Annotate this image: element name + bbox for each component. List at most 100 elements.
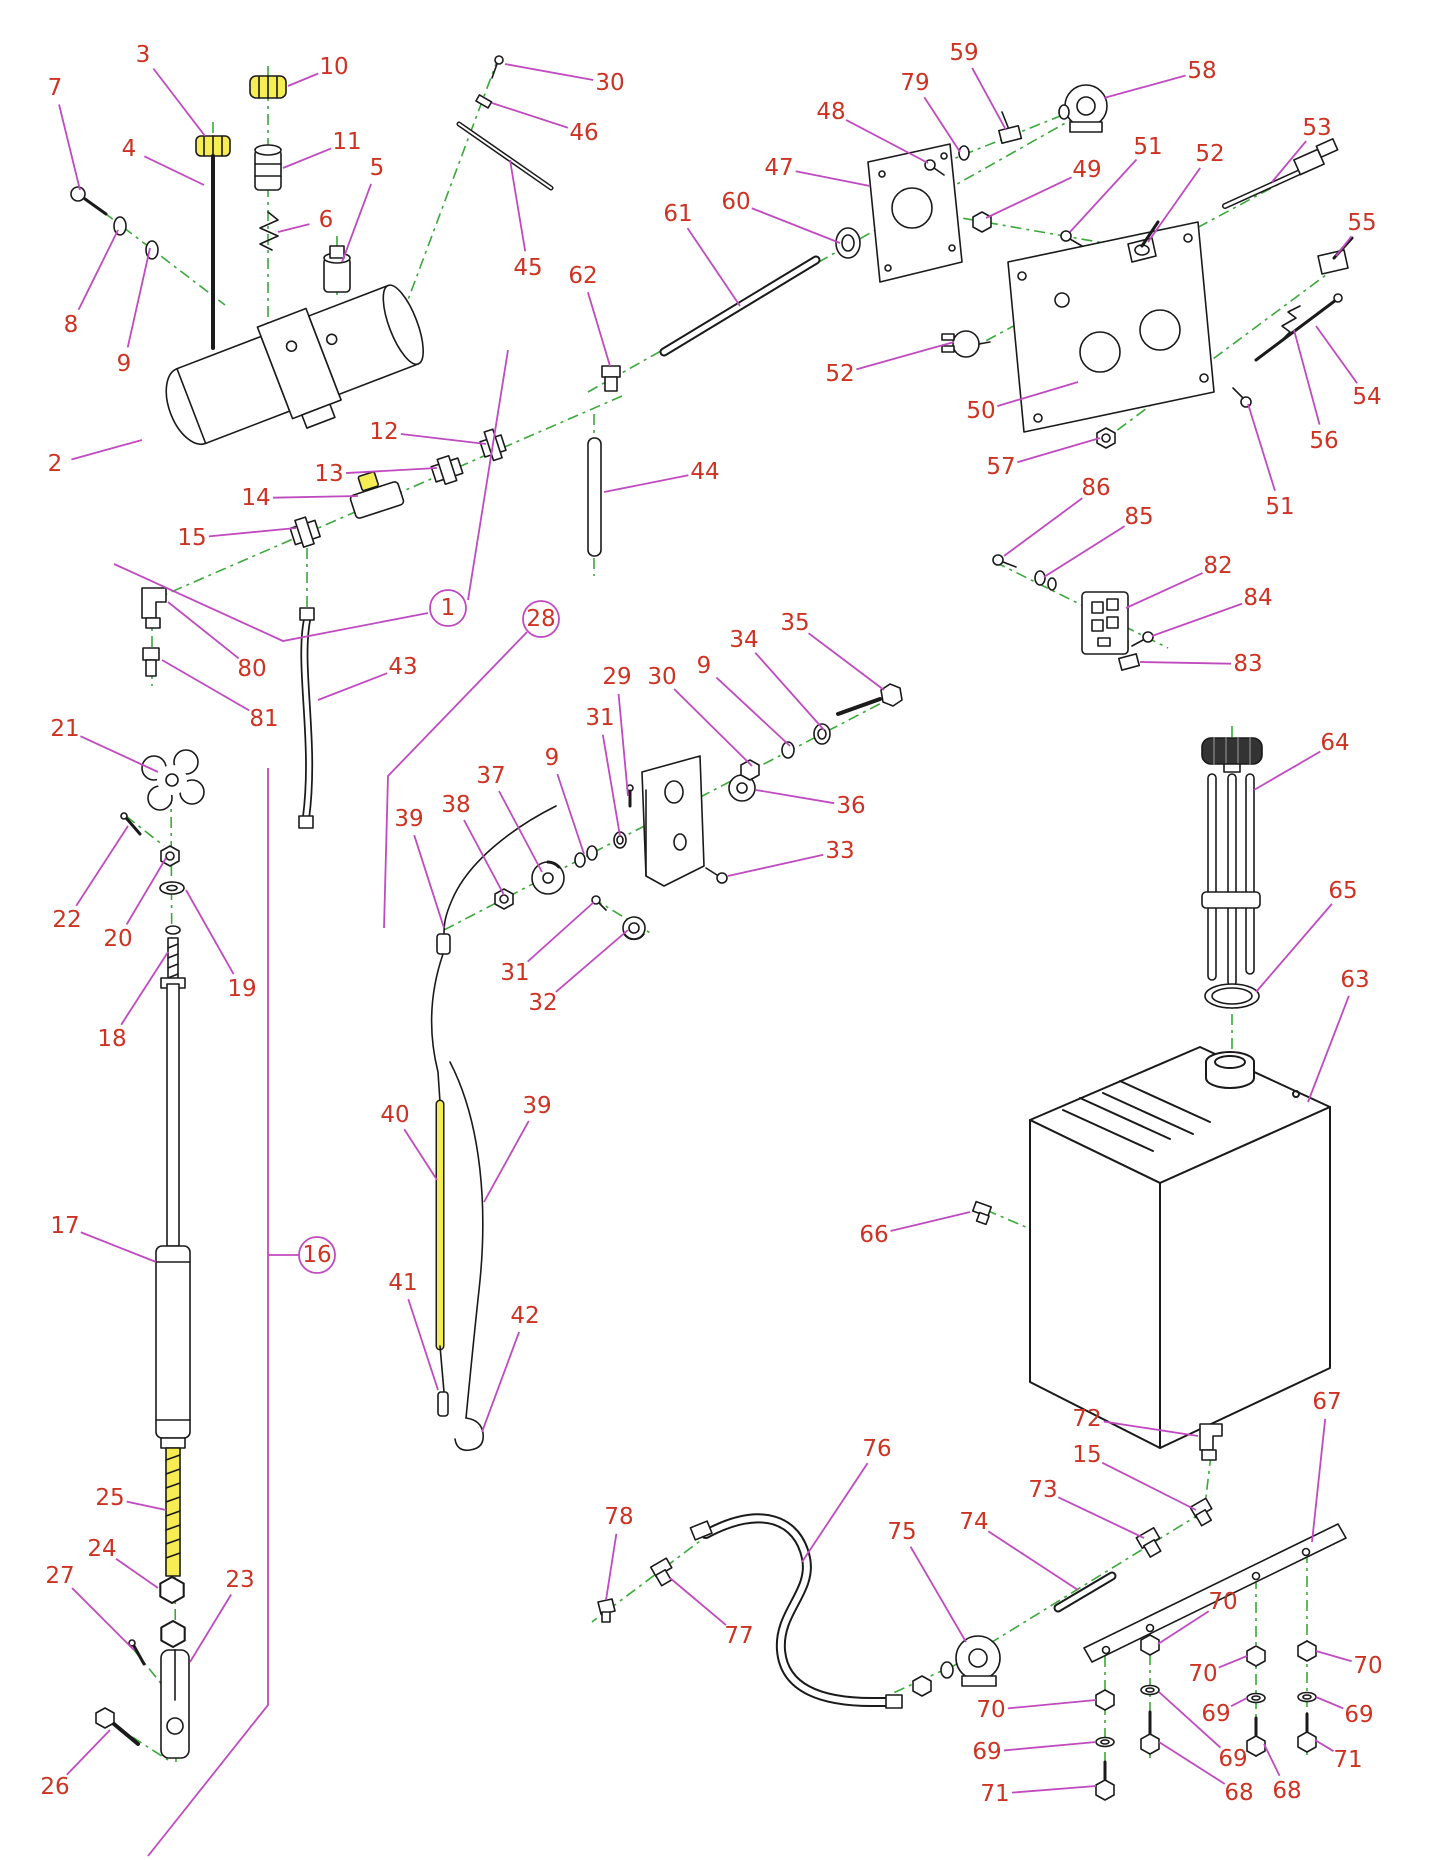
callout-label: 36 <box>836 793 865 819</box>
control-panel-group <box>941 138 1354 449</box>
toggle-switch-52 <box>1127 220 1160 263</box>
leader-line <box>856 341 955 371</box>
callout-label: 56 <box>1309 428 1338 454</box>
leader-line <box>115 1557 159 1589</box>
nut-70 <box>1246 1645 1266 1667</box>
suction-hose-76 <box>689 1513 903 1709</box>
leader-line <box>1151 602 1243 637</box>
callout-label: 6 <box>319 207 334 233</box>
spring-56 <box>1277 305 1301 345</box>
callout-label: 5 <box>370 155 385 181</box>
callout-label: 62 <box>568 263 597 289</box>
plug-52-left <box>941 330 991 358</box>
callout-label: 9 <box>545 745 560 771</box>
callout-label: 9 <box>117 351 132 377</box>
lanyard-39 <box>449 1061 484 1419</box>
callout-label: 73 <box>1028 1477 1057 1503</box>
leader-line <box>282 147 332 169</box>
group-boundary-line <box>113 563 429 642</box>
callout-label: 75 <box>887 1519 916 1545</box>
leader-line <box>1253 750 1321 791</box>
nut-70 <box>1297 1640 1317 1662</box>
washer-69 <box>1095 1736 1115 1748</box>
leader-line <box>152 67 206 137</box>
leader-line <box>1335 235 1353 257</box>
callout-label: 69 <box>1201 1701 1230 1727</box>
washer-9-pair <box>574 845 598 868</box>
switch-59 <box>998 111 1023 145</box>
leader-line <box>1218 1655 1248 1669</box>
callout-label: 26 <box>40 1774 69 1800</box>
fitting-13 <box>430 454 464 486</box>
callout-label: 52 <box>1195 141 1224 167</box>
leader-line <box>317 672 388 701</box>
boundary-lines-layer <box>113 349 528 1857</box>
leader-line <box>1057 1496 1145 1539</box>
bolt-7 <box>70 186 108 216</box>
bracket-82 <box>1081 591 1129 655</box>
washer-85 <box>1034 570 1057 591</box>
callout-label: 59 <box>949 40 978 66</box>
heater-cap-64 <box>1201 737 1263 773</box>
leader-line <box>1158 1741 1226 1785</box>
leader-line <box>755 789 835 805</box>
reservoir-group <box>971 737 1331 1449</box>
leader-line <box>403 1128 438 1181</box>
callout-label: 44 <box>690 459 719 485</box>
bolt-68 <box>1246 1735 1266 1757</box>
assembly-centerline <box>1095 265 1339 447</box>
leader-line <box>504 63 594 81</box>
callout-label: 82 <box>1203 553 1232 579</box>
callout-label: 72 <box>1072 1406 1101 1432</box>
leader-line <box>795 170 871 187</box>
leader-line <box>407 1298 439 1391</box>
callout-label: 7 <box>48 75 63 101</box>
leader-line <box>125 857 167 925</box>
callout-label: 30 <box>595 70 624 96</box>
leader-line <box>1315 325 1358 384</box>
clevis-23 <box>160 1649 190 1759</box>
gasket-65 <box>1204 983 1260 1009</box>
callout-label: 64 <box>1320 730 1349 756</box>
leader-line <box>617 693 629 797</box>
washer-69 <box>1140 1684 1160 1696</box>
assembly-centerline <box>125 815 165 847</box>
fitting-62 <box>601 365 621 392</box>
callout-label: 18 <box>97 1026 126 1052</box>
leader-line <box>185 889 235 975</box>
leader-line <box>463 819 505 896</box>
washer-69 <box>1297 1691 1317 1703</box>
callout-label: 81 <box>249 706 278 732</box>
leader-line <box>143 155 205 186</box>
tube-74 <box>1053 1571 1117 1613</box>
threaded-rod-25 <box>165 1447 181 1577</box>
cable-39 <box>443 805 557 935</box>
callout-label: 60 <box>721 189 750 215</box>
cam-37 <box>531 860 565 895</box>
leader-line <box>603 474 689 493</box>
callout-label: 33 <box>825 838 854 864</box>
leader-line <box>1314 1739 1334 1752</box>
callout-label: 45 <box>513 255 542 281</box>
callout-label: 69 <box>972 1739 1001 1765</box>
callout-label: 38 <box>441 792 470 818</box>
callout-label: 20 <box>103 926 132 952</box>
leader-line <box>126 1500 167 1511</box>
bolt-26 <box>95 1707 140 1746</box>
assembly-centerline <box>111 1723 169 1761</box>
callout-label: 70 <box>1208 1589 1237 1615</box>
callout-label: 70 <box>1188 1661 1217 1687</box>
leader-lines-layer <box>58 63 1358 1794</box>
leader-line <box>287 72 319 87</box>
leader-line <box>673 688 753 767</box>
callout-label: 43 <box>388 654 417 680</box>
callout-label: 84 <box>1243 585 1272 611</box>
callout-label: 42 <box>510 1303 539 1329</box>
callout-label: 74 <box>959 1509 988 1535</box>
heater-element-64 <box>1201 773 1261 987</box>
pull-cable-assembly <box>430 805 557 1452</box>
leader-line <box>669 1577 727 1626</box>
ring-60 <box>835 227 861 259</box>
hose-43 <box>298 607 315 829</box>
leader-line <box>715 676 791 747</box>
